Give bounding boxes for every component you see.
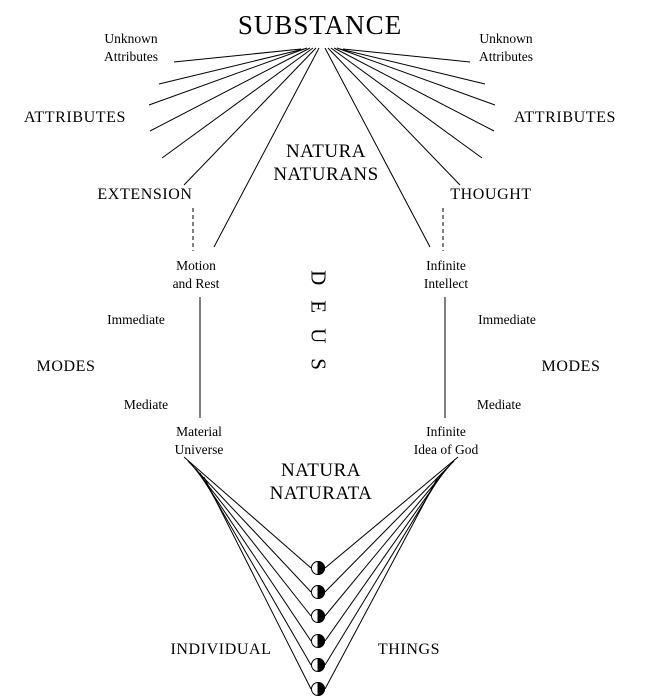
- fan-line: [324, 472, 443, 666]
- unknown-attributes-left-line1: Unknown: [104, 31, 158, 46]
- fan-line: [336, 47, 496, 106]
- unknown-attributes-right-line2: Attributes: [479, 49, 533, 65]
- immediate-left-label: Immediate: [107, 312, 165, 327]
- fan-line: [339, 48, 486, 85]
- unknown-attributes-right-line1: Unknown: [479, 31, 533, 46]
- natura-naturata-label: NATURA NATURATA: [270, 460, 373, 506]
- individual-thing-node: [311, 584, 325, 600]
- unknown-attributes-left-line2: Attributes: [104, 49, 158, 65]
- fan-line: [330, 47, 483, 159]
- dashed-connectors: [192, 208, 444, 251]
- fan-line: [191, 464, 312, 617]
- fan-line: [187, 460, 312, 593]
- fan-line: [324, 468, 447, 642]
- material-universe-line2: Universe: [174, 442, 224, 458]
- natura-naturata-line2: NATURATA: [269, 482, 373, 504]
- infinite-intellect-line2: Intellect: [423, 276, 469, 292]
- fan-line: [148, 47, 308, 106]
- infinite-idea-of-god-line2: Idea of God: [413, 442, 479, 458]
- mode-connectors: [199, 297, 446, 418]
- material-universe-line1: Material: [176, 424, 222, 439]
- immediate-right-label: Immediate: [478, 312, 536, 327]
- fan-line: [183, 47, 317, 186]
- individual-thing-node: [311, 560, 325, 576]
- fan-line: [324, 476, 439, 690]
- infinite-intellect-line1: Infinite: [426, 258, 466, 273]
- individual-thing-nodes: [311, 560, 325, 697]
- individual-thing-node: [311, 657, 325, 673]
- fan-line: [203, 476, 312, 690]
- top-left-fan: [148, 47, 320, 248]
- mediate-right-label: Mediate: [476, 397, 522, 412]
- extension-label: EXTENSION: [97, 186, 193, 203]
- fan-line: [327, 47, 461, 186]
- attributes-right-label: ATTRIBUTES: [514, 109, 616, 126]
- fan-line: [324, 460, 455, 593]
- bottom-right-fan: [324, 456, 459, 690]
- fan-line: [161, 47, 314, 159]
- mediate-left-label: Mediate: [123, 397, 169, 412]
- natura-naturans-line2: NATURANS: [273, 163, 379, 185]
- substance-label: SUBSTANCE: [237, 10, 403, 40]
- natura-naturata-line1: NATURA: [280, 460, 362, 481]
- thought-label: THOUGHT: [450, 186, 532, 203]
- fan-line: [333, 47, 495, 132]
- infinite-idea-of-god-line1: Infinite: [426, 424, 466, 439]
- motion-and-rest-line2: and Rest: [172, 276, 220, 292]
- attributes-left-label: ATTRIBUTES: [24, 109, 126, 126]
- fan-line: [183, 456, 312, 569]
- individual-label: INDIVIDUAL: [170, 641, 272, 658]
- motion-and-rest-label: Motion and Rest: [173, 257, 220, 293]
- modes-left-label: MODES: [36, 358, 96, 375]
- motion-and-rest-line1: Motion: [176, 258, 216, 273]
- natura-naturans-label: NATURA NATURANS: [273, 141, 378, 187]
- individual-thing-node: [311, 633, 325, 649]
- material-universe-label: Material Universe: [175, 423, 224, 459]
- fan-line: [324, 464, 451, 617]
- fan-line: [324, 47, 431, 248]
- unknown-attributes-left-label: Unknown Attributes: [104, 30, 158, 66]
- bottom-left-fan: [183, 456, 312, 690]
- infinite-intellect-label: Infinite Intellect: [424, 257, 468, 293]
- fan-line: [158, 48, 305, 85]
- fan-line: [324, 456, 459, 569]
- fan-line: [195, 468, 312, 642]
- things-label: THINGS: [377, 641, 441, 658]
- unknown-attributes-right-label: Unknown Attributes: [479, 30, 533, 66]
- top-right-fan: [324, 47, 496, 248]
- individual-thing-node: [311, 608, 325, 624]
- fan-line: [149, 47, 311, 132]
- fan-line: [342, 48, 471, 63]
- fan-line: [173, 48, 302, 63]
- fan-line: [213, 47, 320, 248]
- deus-label: DEUS: [306, 270, 331, 385]
- infinite-idea-of-god-label: Infinite Idea of God: [414, 423, 478, 459]
- modes-right-label: MODES: [541, 358, 601, 375]
- natura-naturans-line1: NATURA: [285, 141, 367, 162]
- individual-thing-node: [311, 681, 325, 697]
